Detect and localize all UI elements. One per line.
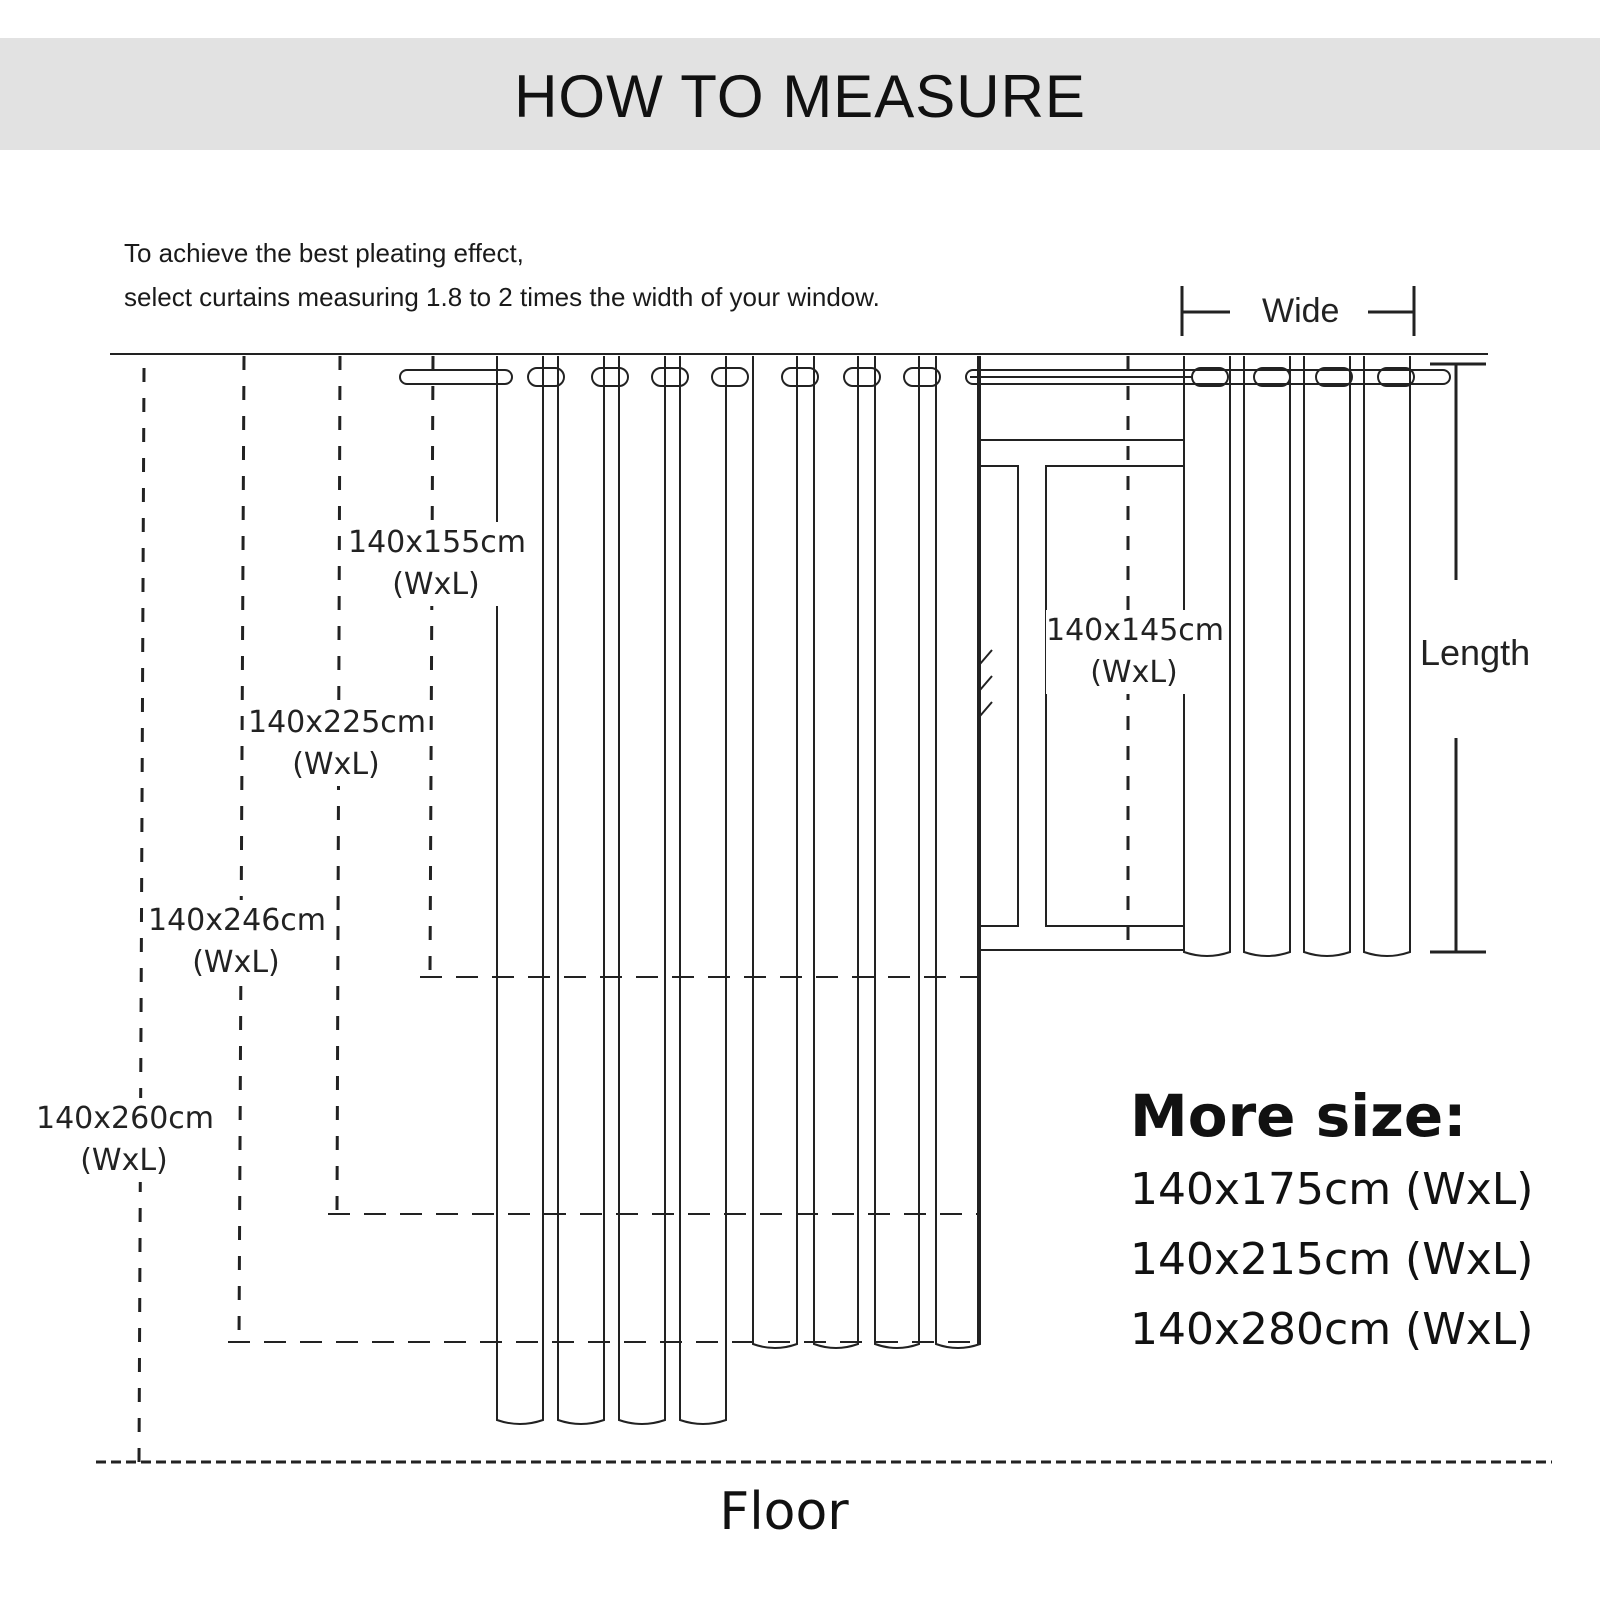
curtain-ring: [903, 367, 941, 387]
more-size-item: 140x175cm (WxL): [1130, 1164, 1534, 1215]
curtain-pleat: [1183, 356, 1231, 957]
curtain-pleat: [1303, 356, 1351, 957]
curtain-ring: [781, 367, 819, 387]
size-label-225: 140x225cm(WxL): [248, 702, 426, 786]
size-label-145: 140x145cm(WxL): [1046, 610, 1224, 694]
curtain-ring: [1191, 367, 1229, 387]
curtain-rings: [527, 367, 1415, 387]
measure-line-246: [237, 355, 246, 1343]
curtain-rod-left: [399, 369, 513, 385]
curtain-pleat: [496, 356, 544, 1425]
curtain-ring: [651, 367, 689, 387]
curtain-ring: [711, 367, 749, 387]
curtain-pleat: [679, 356, 727, 1425]
size-label-246: 140x246cm(WxL): [148, 900, 326, 984]
curtain-pleat: [1363, 356, 1411, 957]
measure-line-155: [428, 355, 435, 976]
curtain-rod-right: [965, 369, 1451, 385]
curtain-panels: [496, 356, 1411, 1425]
curtain-ring: [1253, 367, 1291, 387]
curtain-pleat: [874, 356, 920, 1349]
curtain-ring: [843, 367, 881, 387]
curtain-pleat: [752, 356, 798, 1349]
tip-line-1: To achieve the best pleating effect,: [124, 238, 524, 268]
more-size-item: 140x215cm (WxL): [1130, 1234, 1534, 1285]
more-sizes-title: More size:: [1130, 1082, 1467, 1150]
curtain-pleat: [1243, 356, 1291, 957]
curtain-ring: [1315, 367, 1353, 387]
page-title: HOW TO MEASURE: [514, 63, 1086, 130]
curtain-ring: [1377, 367, 1415, 387]
size-label-260: 140x260cm(WxL): [36, 1098, 214, 1182]
curtain-pleat: [557, 356, 605, 1425]
curtain-pleat: [618, 356, 666, 1425]
floor-label: Floor: [719, 1482, 849, 1542]
size-label-155: 140x155cm(WxL): [348, 522, 526, 606]
curtain-ring: [591, 367, 629, 387]
curtain-pleat: [813, 356, 859, 1349]
length-indicator: [1430, 362, 1486, 954]
curtain-pleat: [935, 356, 981, 1349]
measure-line-260: [137, 367, 146, 1463]
wide-indicator: [1180, 286, 1416, 336]
wide-label: Wide: [1262, 292, 1340, 330]
length-label: Length: [1420, 632, 1531, 673]
tip-line-2: select curtains measuring 1.8 to 2 times…: [124, 282, 880, 312]
more-size-item: 140x280cm (WxL): [1130, 1304, 1534, 1355]
curtain-ring: [527, 367, 565, 387]
window-frame: [979, 439, 1185, 951]
header-band: [0, 38, 1600, 150]
